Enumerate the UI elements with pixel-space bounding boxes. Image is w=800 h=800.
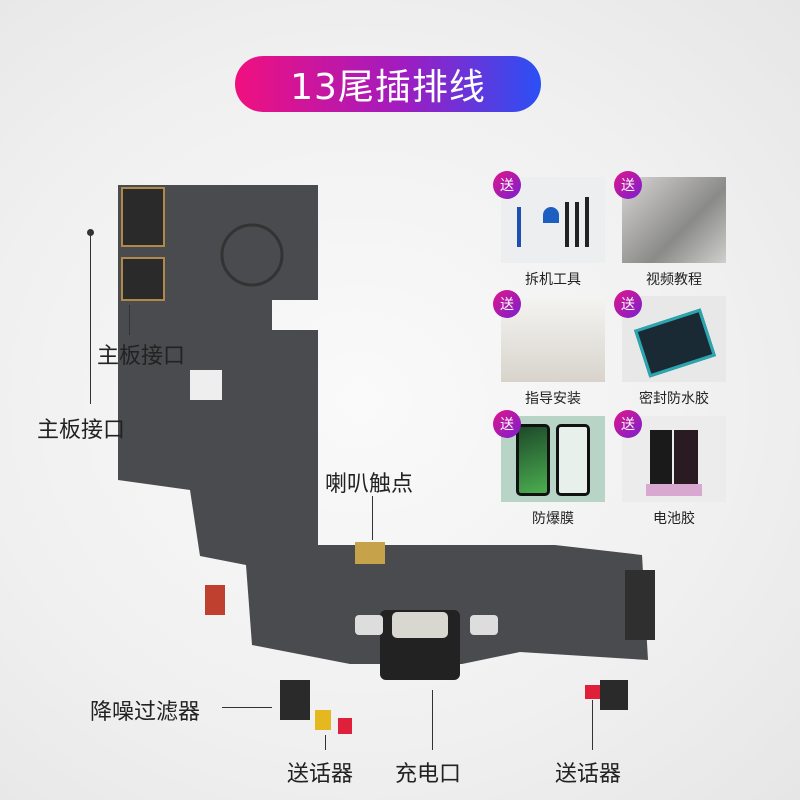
pointer-line: [222, 707, 272, 708]
gift-video-tutorial: 送 视频教程: [614, 171, 726, 289]
pointer-line: [592, 700, 593, 750]
gift-tools: 送 拆机工具: [493, 171, 605, 289]
gift-label: 拆机工具: [525, 272, 581, 288]
tools-image: [501, 177, 605, 263]
gift-install-guide: 送 指导安装: [493, 290, 605, 408]
board-connector-bottom: [121, 257, 165, 301]
label-board-connector-1: 主板接口: [97, 344, 186, 369]
flex-cable-body: [118, 185, 648, 664]
gift-label: 电池胶: [653, 511, 695, 527]
gift-label: 防爆膜: [532, 511, 574, 527]
product-title: 13尾插排线: [235, 56, 541, 112]
pointer-line: [372, 496, 373, 540]
label-board-connector-2: 主板接口: [37, 418, 126, 443]
gift-badge: 送: [493, 171, 521, 199]
gift-waterproof-seal: 送 密封防水胶: [614, 290, 726, 408]
battery-adhesive-image: [622, 416, 726, 502]
pointer-line: [432, 690, 433, 750]
pointer-line: [90, 232, 91, 404]
label-charging-port: 充电口: [395, 762, 462, 787]
gift-label: 密封防水胶: [639, 391, 709, 407]
gift-badge: 送: [614, 171, 642, 199]
gift-badge: 送: [493, 290, 521, 318]
pointer-line: [129, 305, 130, 335]
label-mic-right: 送话器: [555, 762, 622, 787]
mic-right: [585, 685, 601, 699]
mic-left: [315, 710, 331, 730]
gift-screen-protector: 送 防爆膜: [493, 410, 605, 528]
pointer-line: [325, 735, 326, 750]
qc-stamp: [220, 223, 284, 287]
gift-badge: 送: [614, 290, 642, 318]
label-speaker-contacts: 喇叭触点: [325, 472, 414, 497]
label-mic-left: 送话器: [287, 762, 354, 787]
gift-badge: 送: [493, 410, 521, 438]
label-noise-filter: 降噪过滤器: [90, 700, 201, 725]
board-connector-top: [121, 187, 165, 247]
gift-label: 视频教程: [646, 272, 702, 288]
gift-battery-adhesive: 送 电池胶: [614, 410, 726, 528]
gift-badge: 送: [614, 410, 642, 438]
gift-label: 指导安装: [525, 391, 581, 407]
qr-label: [190, 370, 222, 400]
